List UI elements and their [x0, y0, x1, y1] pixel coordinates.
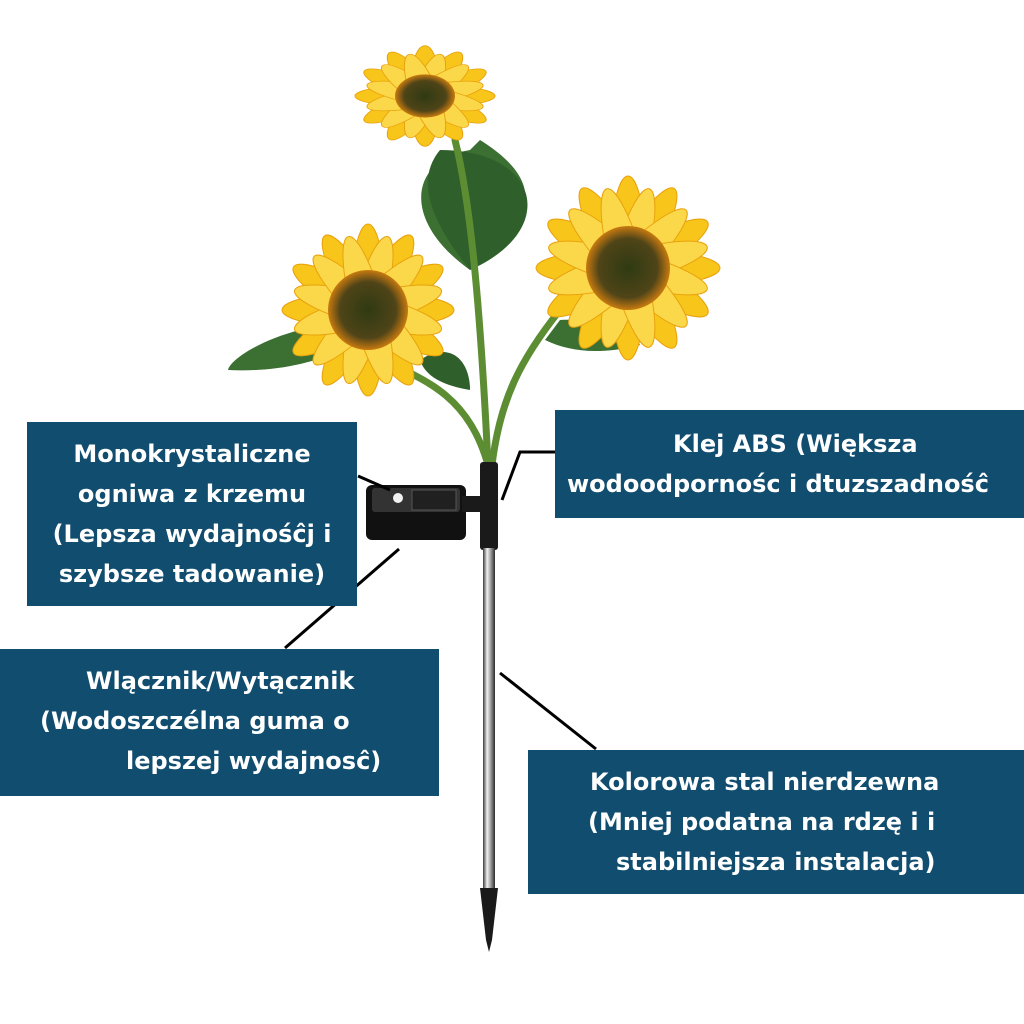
label-switch-line-1: Wlącznik/Wytącznik: [86, 667, 355, 695]
label-solar-line-2: ogniwa z krzemu: [77, 480, 307, 508]
leader-line-solar: [357, 474, 391, 492]
solar-panel-unit: [366, 485, 484, 540]
label-solar-line-1: Monokrystaliczne: [73, 440, 311, 468]
power-switch-icon: [393, 493, 403, 503]
leaf: [427, 150, 528, 270]
label-steel-line-1: Kolorowa stal nierdzewna: [590, 768, 940, 796]
label-switch-line-2: (Wodoszczélna guma o: [40, 707, 350, 735]
stem: [488, 306, 564, 469]
label-solar-line-4: szybsze tadowanie): [58, 560, 326, 588]
leader-line-steel: [499, 671, 597, 751]
steel-rod: [483, 548, 495, 890]
leaf: [420, 351, 470, 390]
label-abs-line-1: Klej ABS (Większa: [673, 430, 918, 458]
abs-sleeve: [480, 462, 498, 550]
label-abs-glue: Klej ABS (Większa wodoodpornośc i dtuzsz…: [555, 410, 1024, 518]
label-power-switch: Wlącznik/Wytącznik (Wodoszczélna guma o …: [0, 649, 439, 796]
label-switch-line-3: lepszej wydajnosĉ): [126, 747, 382, 775]
sunflower-right: [535, 175, 721, 361]
leader-line-abs: [500, 450, 555, 501]
label-abs-line-2: wodoodpornośc i dtuzszadnośĉ: [567, 470, 989, 498]
label-stainless-steel: Kolorowa stal nierdzewna (Mniej podatna …: [528, 750, 1024, 894]
stake-tip: [480, 888, 498, 952]
sunflower-left: [281, 223, 455, 397]
label-solar-line-3: (Lepsza wydajnośĉj i: [52, 520, 332, 548]
label-steel-line-3: stabilniejsza instalacja): [616, 848, 936, 876]
leaf-group: [228, 140, 640, 390]
label-solar-cells: Monokrystaliczne ogniwa z krzemu (Lepsza…: [27, 422, 357, 606]
sunflower-top: [354, 45, 496, 147]
label-steel-line-2: (Mniej podatna na rdzę i i: [588, 808, 936, 836]
stem: [451, 136, 492, 469]
